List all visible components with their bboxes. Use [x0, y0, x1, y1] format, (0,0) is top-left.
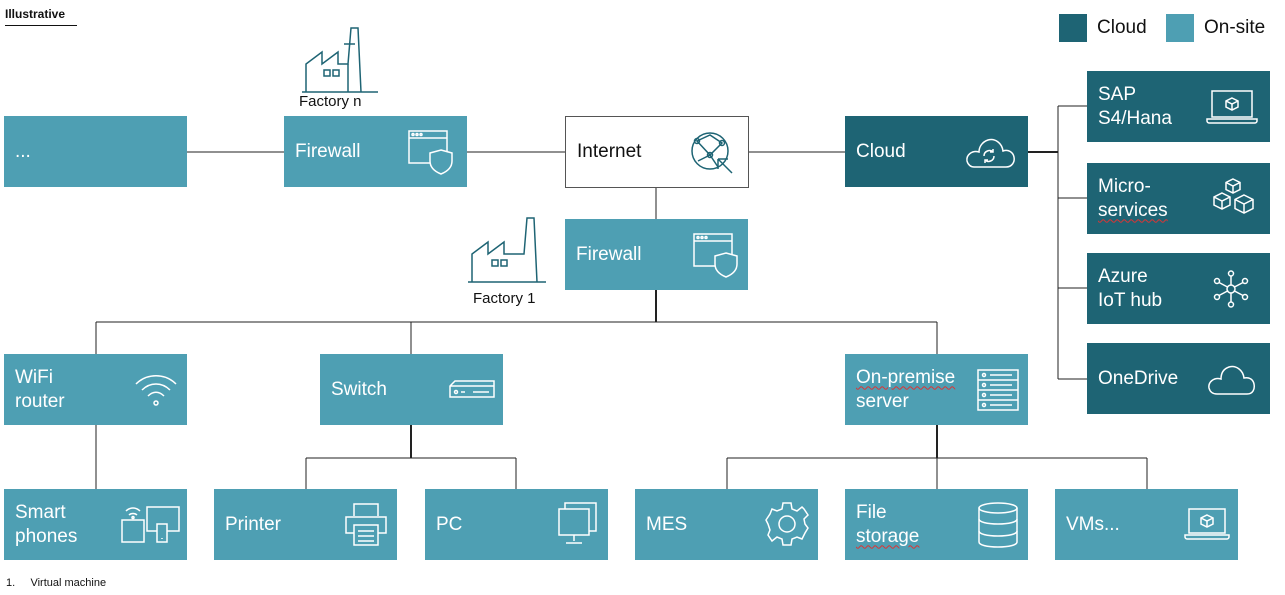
legend-swatch-cloud	[1059, 14, 1087, 42]
legend-label-cloud: Cloud	[1097, 17, 1147, 38]
node-label: Azure IoT hub	[1098, 265, 1163, 311]
wifi-icon	[135, 375, 177, 406]
factory-icon	[302, 27, 378, 93]
illustrative-underline	[5, 25, 77, 26]
firewall-icon	[693, 233, 738, 278]
globe-network-icon	[691, 132, 733, 174]
node-label: MES	[646, 513, 688, 535]
node-label-line-1: File	[856, 501, 887, 523]
node-label-line-2: server	[856, 390, 909, 412]
factory-1-label: Factory 1	[473, 290, 536, 307]
node-label: PC	[436, 513, 463, 535]
node-smart-phones[interactable]: Smart phones	[4, 489, 187, 560]
node-label-line-2: services	[1098, 199, 1168, 221]
devices-icon	[121, 506, 180, 543]
switch-icon	[449, 380, 495, 398]
factory-n-label: Factory n	[299, 93, 362, 110]
node-label: ...	[15, 140, 31, 162]
node-other-factories[interactable]: ...	[4, 116, 187, 187]
database-icon	[978, 502, 1018, 548]
node-microservices[interactable]: Micro-services	[1087, 163, 1270, 234]
node-label: Micro-services	[1098, 175, 1168, 223]
node-label: SAP S4/Hana	[1098, 83, 1172, 129]
factory-icon	[468, 217, 546, 283]
node-label: Switch	[331, 378, 387, 400]
node-firewall-factory-1[interactable]: Firewall	[565, 219, 748, 290]
node-switch[interactable]: Switch	[320, 354, 503, 425]
cubes-icon	[1213, 178, 1254, 214]
node-firewall-factory-n[interactable]: Firewall	[284, 116, 467, 187]
node-printer[interactable]: Printer	[214, 489, 397, 560]
node-label: Internet	[577, 141, 642, 162]
node-label-line-2: storage	[856, 525, 920, 547]
node-vms[interactable]: VMs...	[1055, 489, 1238, 560]
node-onedrive[interactable]: OneDrive	[1087, 343, 1270, 414]
printer-icon	[345, 503, 387, 546]
node-mes[interactable]: MES	[635, 489, 818, 560]
node-label: WiFi router	[15, 366, 65, 412]
node-cloud[interactable]: Cloud	[845, 116, 1028, 187]
monitor-icon	[558, 502, 597, 544]
node-wifi-router[interactable]: WiFi router	[4, 354, 187, 425]
node-label-line-1: Micro-	[1098, 175, 1151, 197]
node-label: Smart phones	[15, 501, 78, 547]
node-label: Cloud	[856, 140, 906, 162]
node-label: OneDrive	[1098, 367, 1179, 389]
legend-label-onsite: On-site	[1204, 17, 1266, 38]
gear-icon	[765, 502, 809, 546]
node-label-line-1: On-premise	[856, 366, 956, 388]
laptop-cube-icon	[1206, 90, 1258, 124]
firewall-icon	[408, 130, 453, 175]
node-azure-iot-hub[interactable]: Azure IoT hub	[1087, 253, 1270, 324]
node-sap[interactable]: SAP S4/Hana	[1087, 71, 1270, 142]
node-label: Printer	[225, 513, 281, 535]
node-internet[interactable]: Internet	[565, 116, 749, 188]
footnote: 1. Virtual machine	[6, 577, 107, 589]
node-pc[interactable]: PC	[425, 489, 608, 560]
node-label: Firewall	[576, 243, 642, 265]
hub-icon	[1213, 270, 1249, 308]
legend-swatch-onsite	[1166, 14, 1194, 42]
node-label: VMs...	[1066, 513, 1120, 535]
laptop-cube-icon	[1184, 508, 1230, 540]
illustrative-tag: Illustrative	[5, 7, 66, 21]
node-label: Firewall	[295, 140, 361, 162]
cloud-icon	[1208, 365, 1255, 395]
cloud-sync-icon	[966, 138, 1015, 168]
server-rack-icon	[977, 369, 1019, 411]
